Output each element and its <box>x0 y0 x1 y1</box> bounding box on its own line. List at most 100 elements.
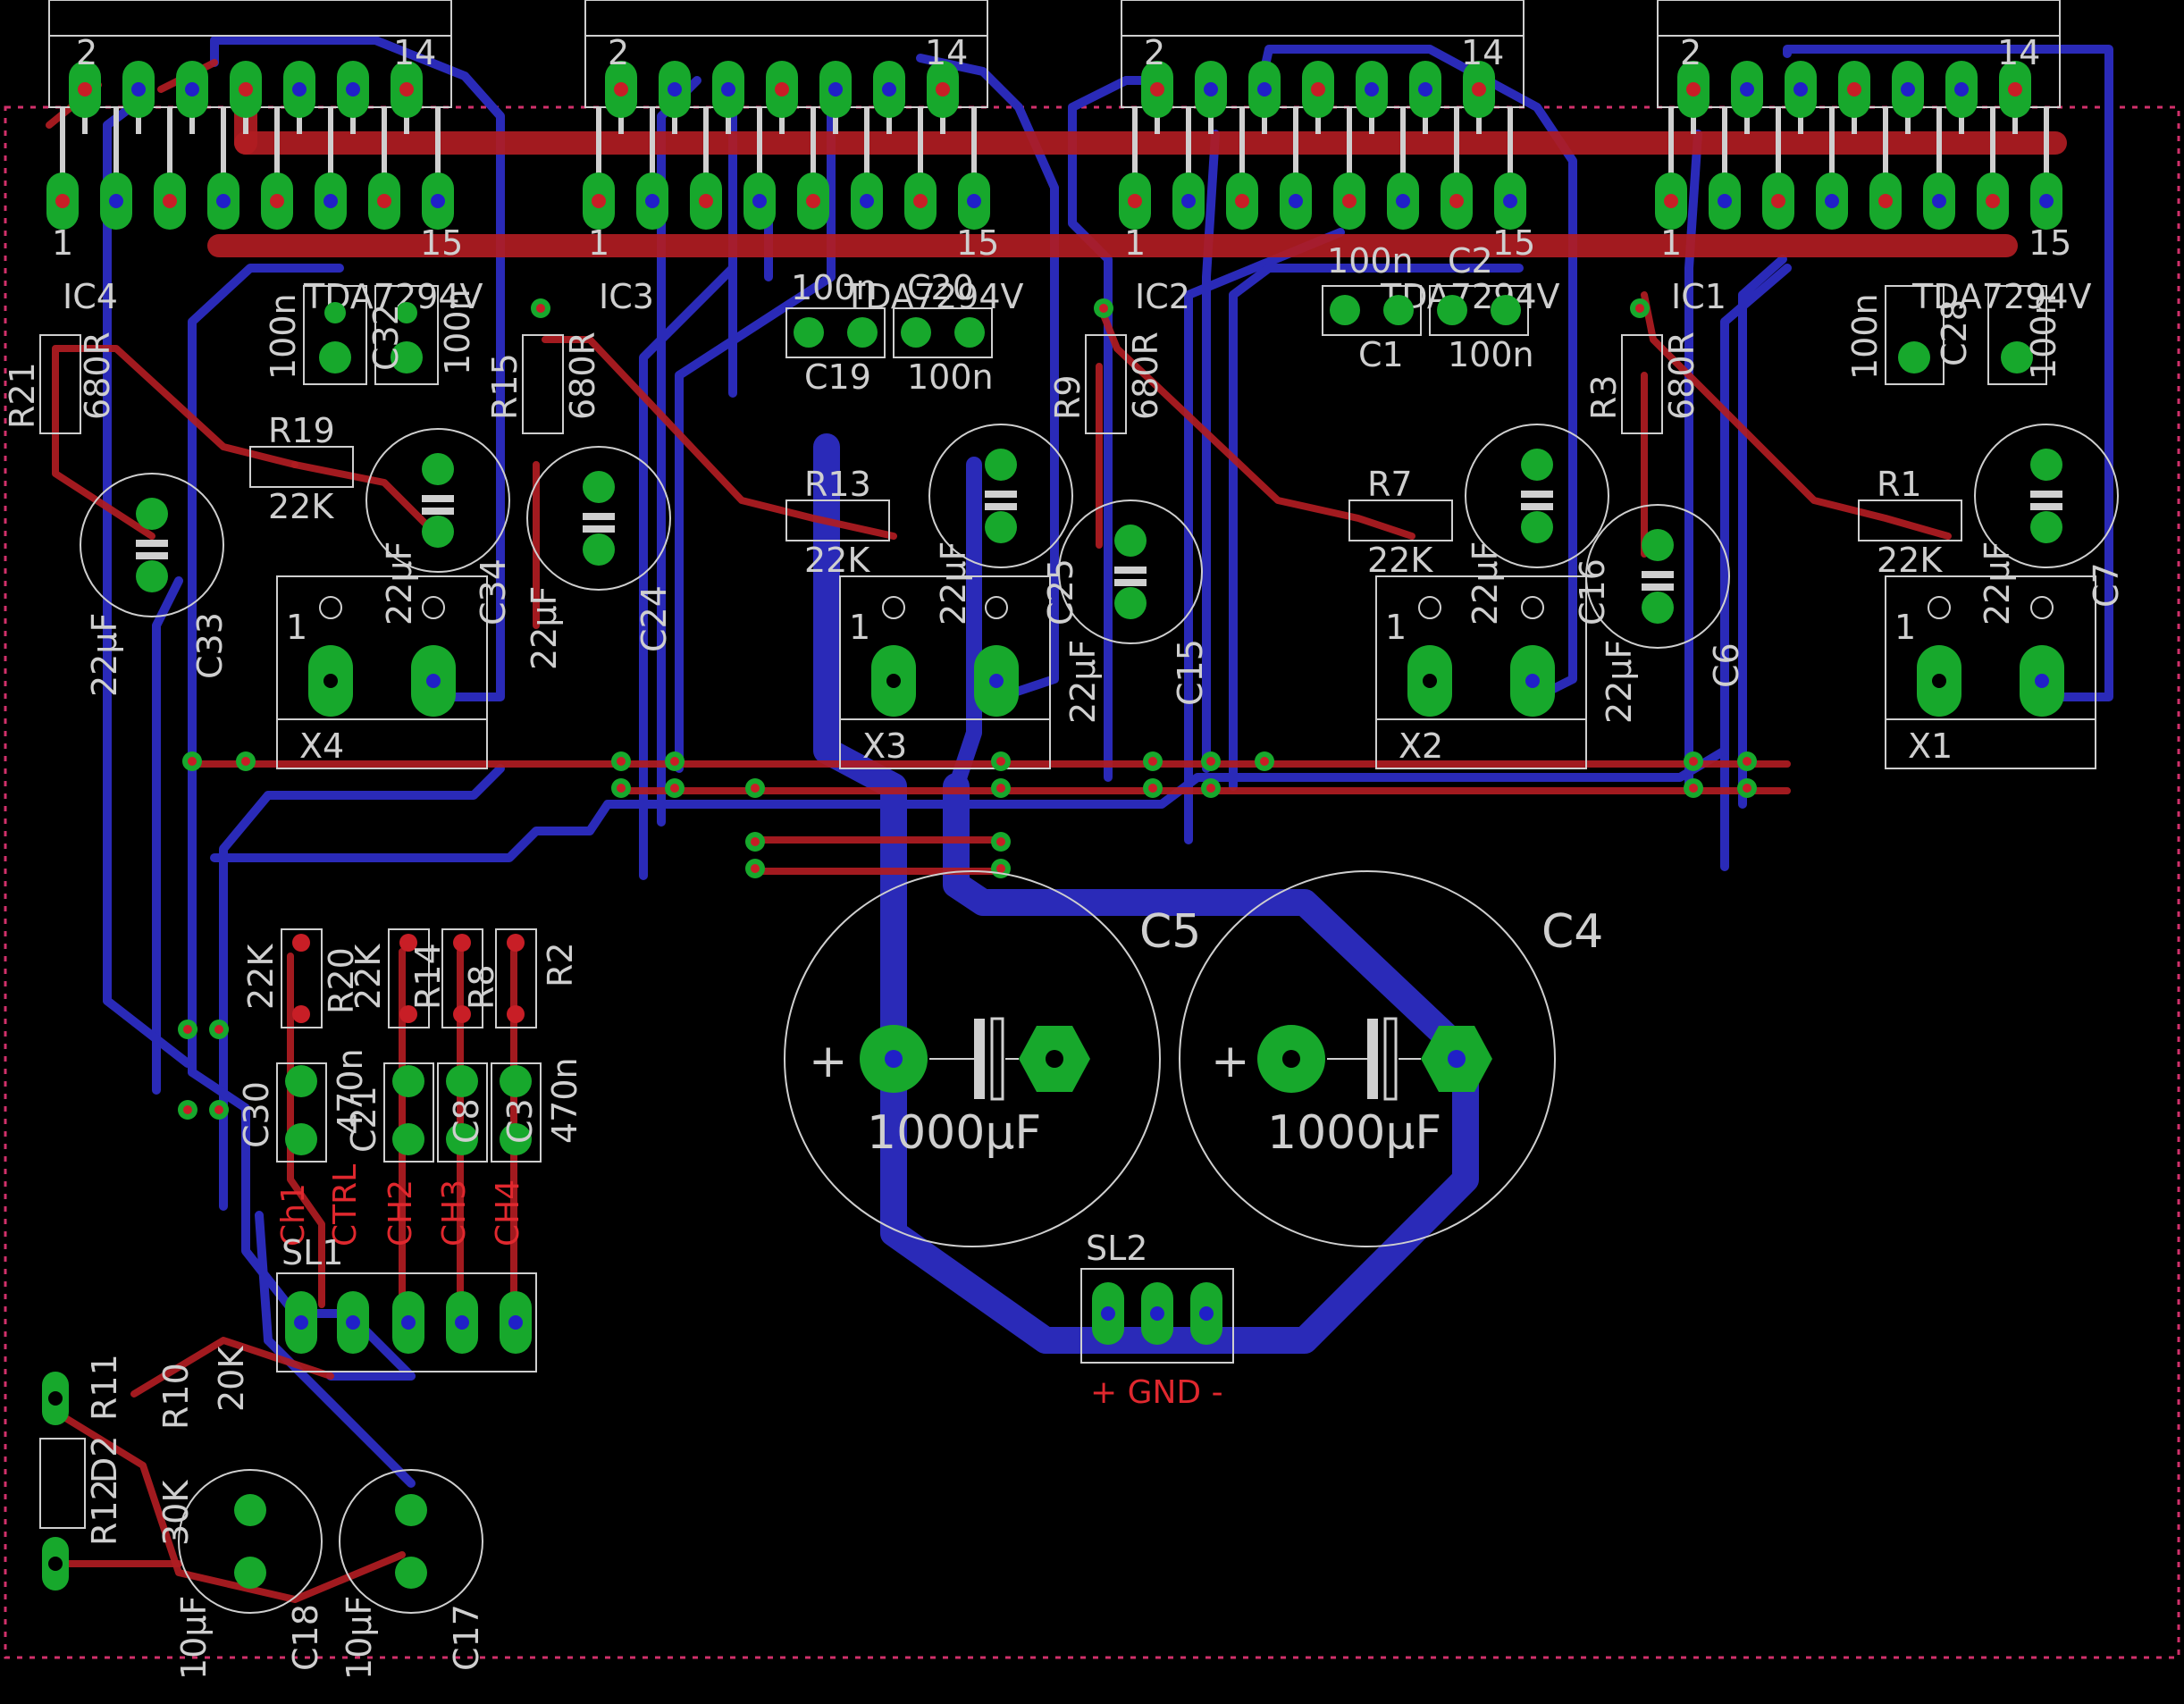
elcap-pad <box>395 1494 427 1526</box>
via-drill <box>1689 757 1698 766</box>
elcap-plate <box>1114 567 1147 574</box>
c18-label: C18 <box>286 1604 325 1671</box>
res-pad <box>292 934 310 952</box>
ic-pin-pad-top-drill <box>1901 82 1915 97</box>
via-drill <box>670 757 679 766</box>
elcap-pad-minus <box>136 560 168 592</box>
elcap-pad-plus <box>136 498 168 530</box>
ic-pin-pad-top-drill <box>1954 82 1969 97</box>
cap-pad <box>285 1065 317 1097</box>
r13-label: R13 <box>804 465 871 504</box>
ic3-value: TDA7294V <box>844 277 1024 316</box>
terminal-screw <box>985 596 1008 619</box>
ic3-name: IC3 <box>599 277 654 316</box>
ic3-pin-1: 1 <box>588 223 609 263</box>
via-drill <box>751 837 760 846</box>
ic-pin-pad-bottom-drill <box>1718 194 1732 208</box>
r3-value: 680R <box>1662 332 1701 420</box>
terminal-screw <box>1418 596 1441 619</box>
ic-pin-pad-bottom-drill <box>270 194 284 208</box>
c5-plus: + <box>809 1035 848 1088</box>
elcap-outline <box>1974 424 2119 568</box>
ic-pin-pad-bottom-drill <box>1181 194 1196 208</box>
ic-pin-pad-top-drill <box>78 82 92 97</box>
ic2-pin-14: 14 <box>1461 33 1504 72</box>
elcap-pad-minus <box>422 516 454 548</box>
ic-pin-pad-top-drill <box>399 82 414 97</box>
ic3-pin-15: 15 <box>956 223 999 263</box>
ic1-pin-15: 15 <box>2029 223 2071 263</box>
terminal-screw <box>2030 596 2054 619</box>
elcap-outline <box>365 428 510 573</box>
c15-value: 22µF <box>1063 640 1103 724</box>
via-drill <box>1689 784 1698 793</box>
elcap-plate <box>1521 503 1553 510</box>
ic2-name: IC2 <box>1135 277 1190 316</box>
res-pad <box>399 1005 417 1023</box>
ic-pin-pad-bottom-drill <box>1664 194 1678 208</box>
sl2-label: SL2 <box>1086 1229 1147 1268</box>
r9-label: R9 <box>1048 374 1088 420</box>
r1-value: 22K <box>1877 541 1943 580</box>
ic2-pin-15: 15 <box>1492 223 1535 263</box>
c29-value: 100n <box>2024 293 2063 380</box>
ic1-pin-2: 2 <box>1680 33 1701 72</box>
ic-pin-pad-bottom-drill <box>1235 194 1249 208</box>
diode-pad-drill <box>48 1391 63 1406</box>
r15-value: 680R <box>563 332 602 420</box>
ic-pin-pad-top-drill <box>292 82 307 97</box>
vias <box>178 298 1757 1120</box>
cap-pad <box>446 1123 478 1155</box>
elcap-pad-plus <box>1642 529 1674 561</box>
c33-value: 22µF <box>85 613 124 697</box>
ic-pin-pad-top-drill <box>668 82 682 97</box>
r3-label: R3 <box>1584 374 1624 420</box>
ctrl-label: CTRL <box>327 1164 364 1247</box>
via-drill <box>617 757 626 766</box>
elcap-outline <box>1465 424 1609 568</box>
r10-label: R10 <box>156 1363 196 1430</box>
ic-pin-pad-bottom-drill <box>1825 194 1839 208</box>
ic-pin-pad-top-drill <box>828 82 843 97</box>
ic-pin-pad-top-drill <box>775 82 789 97</box>
r2-label: R2 <box>541 942 580 987</box>
connector-pad-drill <box>1199 1306 1214 1321</box>
elcap-plate <box>583 525 615 533</box>
ic-pin-pad-bottom-drill <box>2039 194 2054 208</box>
elcap-outline <box>928 424 1073 568</box>
r13-value: 22K <box>804 541 870 580</box>
ic-pin-pad-bottom-drill <box>806 194 820 208</box>
elcap-plate <box>2030 491 2062 498</box>
r15-label: R15 <box>485 353 525 420</box>
res-pad <box>507 1005 525 1023</box>
ch3-label: CH3 <box>436 1179 473 1247</box>
r19-value: 22K <box>268 487 334 526</box>
via-drill <box>1743 757 1751 766</box>
x2-pin1: 1 <box>1385 608 1407 647</box>
elcap-pad-plus <box>1114 525 1147 557</box>
connector-pad-drill <box>1150 1306 1164 1321</box>
terminal-screw <box>1928 596 1951 619</box>
c3-value: 470n <box>545 1057 584 1144</box>
ic4-pin-1: 1 <box>52 223 73 263</box>
ic-pin-pad-top-drill <box>1365 82 1379 97</box>
via-drill <box>214 1105 223 1114</box>
c16-value: 22µF <box>1466 541 1505 625</box>
c28-value: 100n <box>1845 293 1885 380</box>
via-drill <box>1260 757 1269 766</box>
elcap-plate <box>2030 503 2062 510</box>
terminal-pad-drill <box>426 674 441 688</box>
r9-value: 680R <box>1126 332 1165 420</box>
via-drill <box>617 784 626 793</box>
ic1-name: IC1 <box>1671 277 1726 316</box>
elcap-pad-minus <box>583 533 615 566</box>
elcap-plate <box>136 540 168 547</box>
c25-value: 22µF <box>934 541 973 625</box>
via-drill <box>536 304 545 313</box>
connector-pad-drill <box>508 1315 523 1330</box>
sl1-label: SL1 <box>281 1233 343 1272</box>
ic-pin-pad-bottom-drill <box>913 194 928 208</box>
elcap-plate <box>1642 571 1674 578</box>
terminal-screw <box>1521 596 1544 619</box>
board-outline <box>4 105 2180 1659</box>
